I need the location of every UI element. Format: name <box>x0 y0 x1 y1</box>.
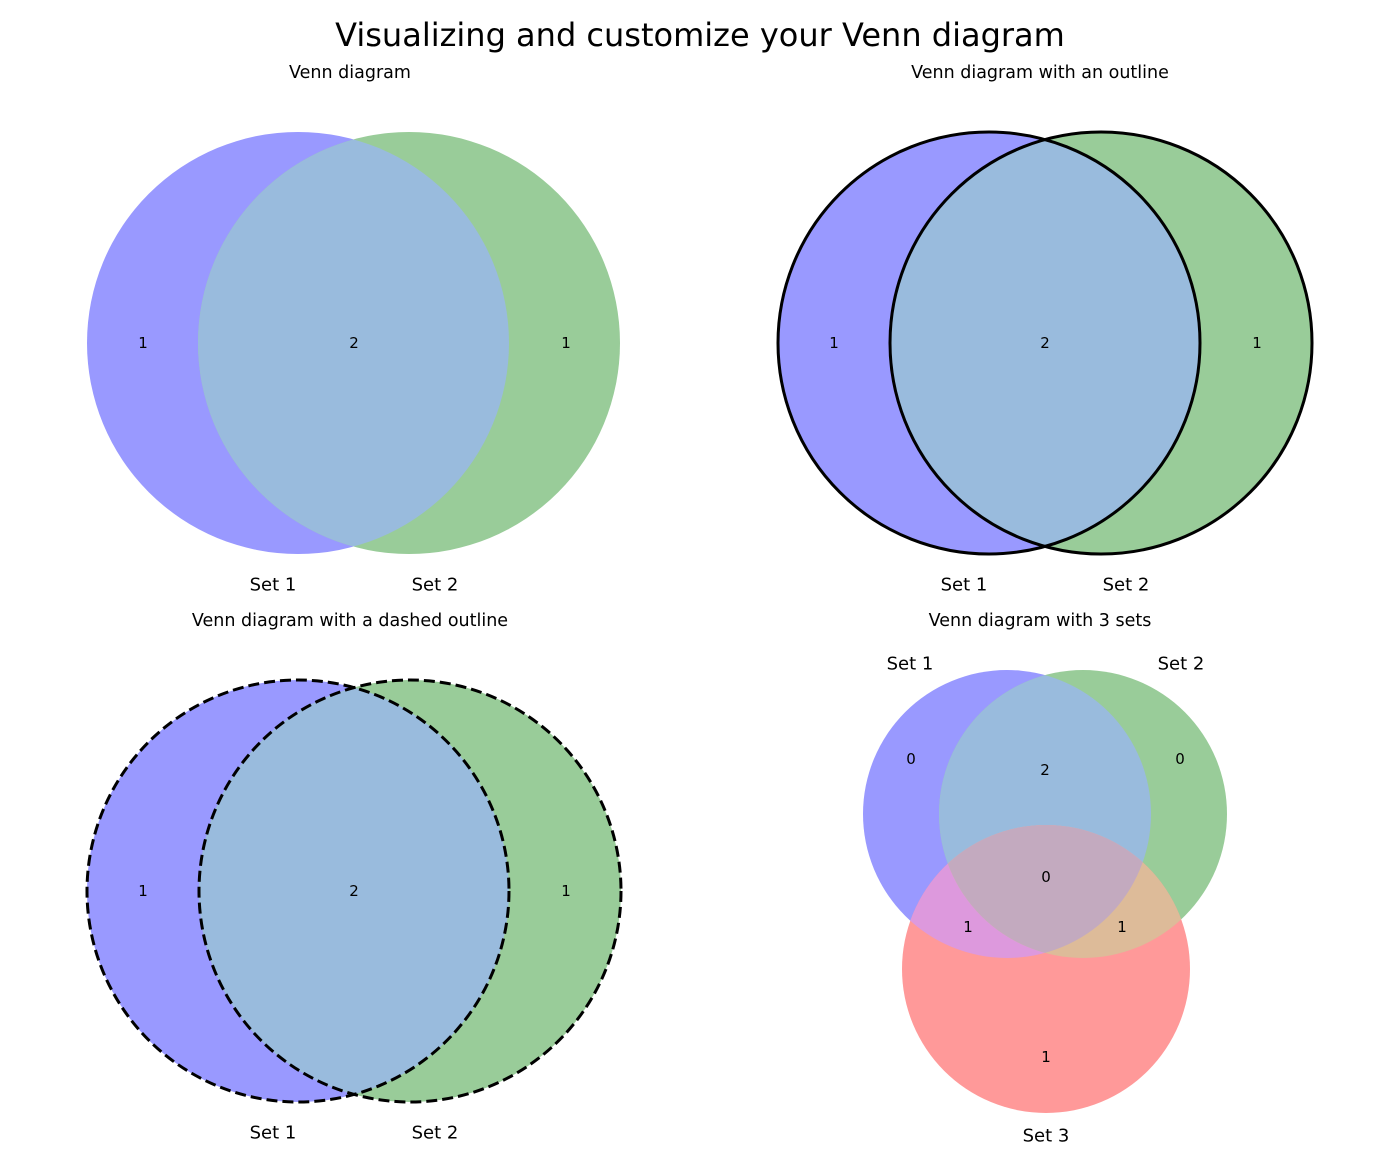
count-set3-only: 1 <box>1041 1048 1051 1066</box>
set1-label: Set 1 <box>250 1123 297 1144</box>
set3-label: Set 3 <box>1023 1126 1070 1147</box>
count-set2-only: 1 <box>561 882 571 900</box>
count-set1-set2: 2 <box>349 882 359 900</box>
venn-diagram-outline: 1 2 1 Set 1 Set 2 <box>776 130 1314 596</box>
set1-dashed-outline <box>85 678 511 1104</box>
venn-panel-dashed: Venn diagram with a dashed outline 1 2 1… <box>0 548 700 1167</box>
figure-title: Visualizing and customize your Venn diag… <box>335 16 1065 54</box>
count-set2-only: 0 <box>1175 750 1185 768</box>
panel-title: Venn diagram with 3 sets <box>928 611 1152 631</box>
venn-panel-outline: Venn diagram with an outline 1 2 1 Set 1… <box>690 0 1390 600</box>
count-set2-only: 1 <box>561 334 571 352</box>
panel-title: Venn diagram with a dashed outline <box>191 611 509 631</box>
all-three-overlap <box>939 825 1151 958</box>
set2-label: Set 2 <box>412 1123 459 1144</box>
set1-set2-overlap <box>199 680 509 1102</box>
venn-diagram-dashed: 1 2 1 Set 1 Set 2 <box>85 678 623 1144</box>
set2-label: Set 2 <box>412 575 459 596</box>
count-set1-set2: 2 <box>349 334 359 352</box>
count-set2-only: 1 <box>1252 334 1262 352</box>
count-set1-set2: 2 <box>1040 334 1050 352</box>
set1-label: Set 1 <box>887 654 934 675</box>
set1-outline <box>776 130 1202 556</box>
set1-set2-overlap <box>198 132 509 554</box>
count-set1-only: 1 <box>138 334 148 352</box>
count-set1-only: 1 <box>138 882 148 900</box>
count-set2-set3: 1 <box>1117 918 1127 936</box>
set2-outline <box>888 130 1314 556</box>
count-set1-set2: 2 <box>1040 761 1050 779</box>
venn-panel-three-sets: Venn diagram with 3 sets 0 2 0 0 1 1 1 S… <box>690 548 1390 1167</box>
venn-diagram-three-sets: 0 2 0 0 1 1 1 Set 1 Set 2 Set 3 <box>863 654 1227 1147</box>
panel-title: Venn diagram with an outline <box>911 63 1169 83</box>
set2-dashed-outline <box>197 678 623 1104</box>
count-set1-only: 1 <box>829 334 839 352</box>
set2-label: Set 2 <box>1103 575 1150 596</box>
count-all-three: 0 <box>1041 868 1051 886</box>
set1-set2-overlap <box>890 132 1200 554</box>
count-set1-set3: 1 <box>963 918 973 936</box>
panel-title: Venn diagram <box>289 63 411 83</box>
venn-panel-plain: Venn diagram 1 2 1 Set 1 Set 2 <box>0 0 700 600</box>
venn-diagram-plain: 1 2 1 Set 1 Set 2 <box>87 132 620 596</box>
set1-label: Set 1 <box>941 575 988 596</box>
count-set1-only: 0 <box>906 750 916 768</box>
set2-label: Set 2 <box>1158 654 1205 675</box>
set1-label: Set 1 <box>250 575 297 596</box>
